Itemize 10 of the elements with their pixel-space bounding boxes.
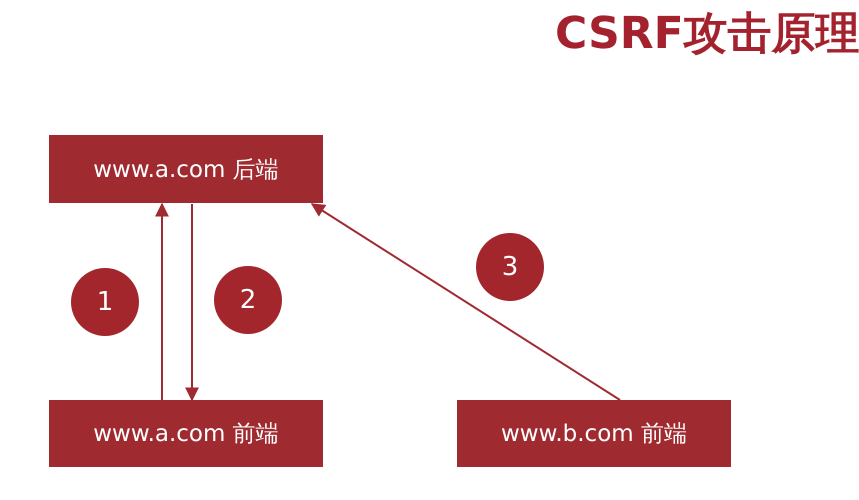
step-number: 3 (476, 233, 544, 301)
step-number: 2 (214, 266, 282, 334)
step-number: 1 (71, 268, 139, 336)
arrow (310, 203, 621, 401)
site-box: www.a.com 后端 (49, 135, 323, 203)
title: CSRF攻击原理 (555, 7, 859, 61)
site-box: www.a.com 前端 (49, 400, 323, 467)
arrow (185, 204, 199, 402)
site-box: www.b.com 前端 (457, 400, 731, 467)
arrow (155, 202, 169, 400)
